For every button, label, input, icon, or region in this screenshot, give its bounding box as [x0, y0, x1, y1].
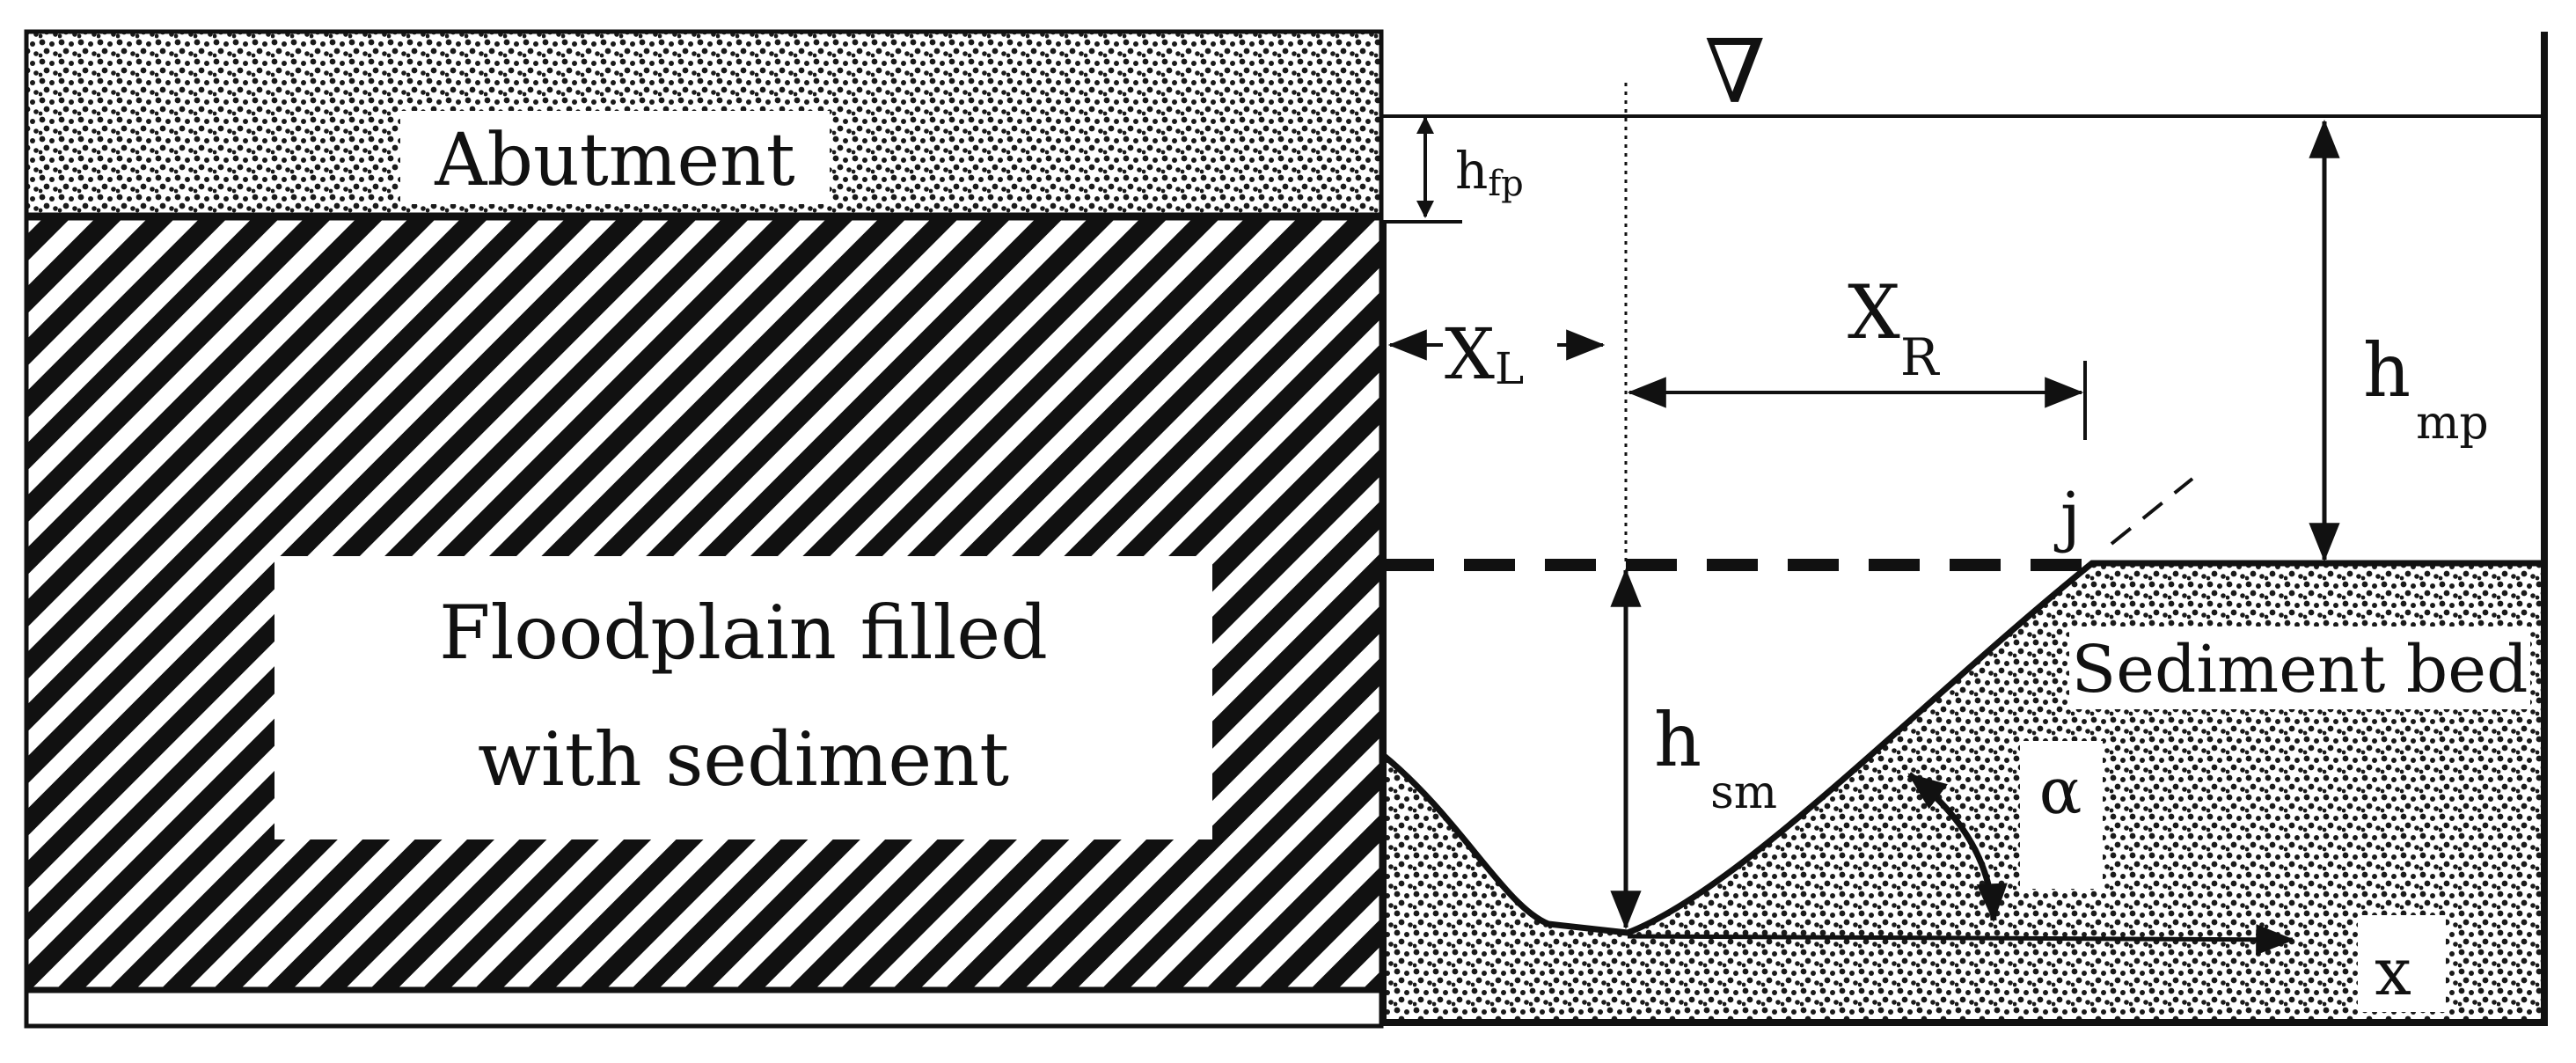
h-mp-label-base: h — [2363, 327, 2411, 414]
h-sm-label: hsm — [1654, 697, 1777, 819]
x-r-label-sub: R — [1900, 327, 1941, 387]
h-sm-label-sub: sm — [1710, 766, 1777, 819]
point-j-label: j — [2053, 479, 2081, 554]
sediment-bed-label-box — [2069, 627, 2530, 709]
h-mp-label: hmp — [2363, 327, 2489, 450]
h-fp-label: hfp — [1455, 141, 1524, 204]
x-axis-label: x — [2375, 935, 2411, 1010]
h-mp-label-sub: mp — [2416, 397, 2489, 450]
x-l-label-sub: L — [1495, 343, 1524, 394]
h-sm-label-base: h — [1654, 697, 1701, 783]
h-fp-label-sub: fp — [1488, 164, 1523, 204]
floodplain-label-box — [274, 556, 1212, 839]
x-r-label: XR — [1848, 269, 1941, 387]
water-surface-symbol: ∇ — [1704, 20, 1766, 123]
floodplain-label-line1: Floodplain filled — [439, 590, 1048, 676]
floodplain-label-line2: with sediment — [478, 716, 1009, 803]
x-l-label-base: X — [1445, 313, 1495, 395]
alpha-label-box — [2020, 741, 2103, 889]
alpha-angle-arc — [1906, 772, 2008, 923]
x-axis-label-box — [2358, 915, 2446, 1012]
alpha-label: α — [2039, 754, 2082, 828]
x-r-label-base: X — [1848, 269, 1900, 356]
abutment-label-box — [400, 111, 830, 204]
h-fp-label-base: h — [1455, 141, 1488, 201]
abutment-label: Abutment — [434, 119, 795, 202]
slope-extension-dashed — [2110, 477, 2194, 546]
sediment-bed-label: Sediment bed — [2072, 632, 2528, 707]
x-axis-arrow — [1627, 924, 2295, 956]
scour-profile-line — [1380, 560, 2543, 936]
bottom-strip — [24, 988, 1384, 1029]
x-l-label: XL — [1445, 313, 1524, 395]
